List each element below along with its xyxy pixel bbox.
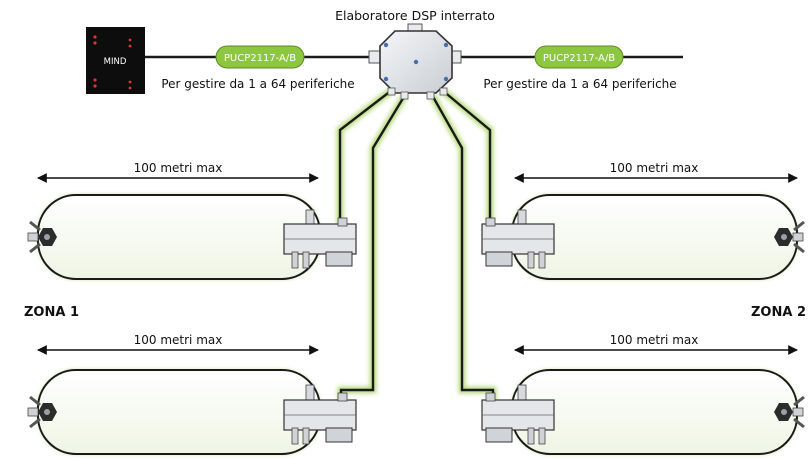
svg-text:100 metri max: 100 metri max bbox=[134, 333, 223, 347]
mind-controller: MIND bbox=[86, 27, 145, 94]
left-module-caption: Per gestire da 1 a 64 periferiche bbox=[161, 77, 354, 91]
distance-top-right: 100 metri max bbox=[514, 161, 798, 183]
zone-2-loop-bottom bbox=[481, 369, 805, 455]
valve bbox=[283, 384, 357, 445]
svg-text:100 metri max: 100 metri max bbox=[610, 333, 699, 347]
left-module: PUCP2117-A/B bbox=[215, 45, 305, 69]
left-module-label: PUCP2117-A/B bbox=[224, 53, 296, 64]
end-fitting bbox=[27, 220, 57, 254]
right-module: PUCP2117-A/B bbox=[534, 45, 624, 69]
svg-text:100 metri max: 100 metri max bbox=[610, 161, 699, 175]
end-fitting bbox=[774, 395, 805, 429]
right-module-caption: Per gestire da 1 a 64 periferiche bbox=[483, 77, 676, 91]
distance-top-left: 100 metri max bbox=[37, 161, 319, 183]
svg-text:100 metri max: 100 metri max bbox=[134, 161, 223, 175]
right-module-label: PUCP2117-A/B bbox=[543, 53, 615, 64]
distance-bottom-left: 100 metri max bbox=[37, 333, 319, 355]
zone-1-loop-top bbox=[27, 194, 357, 280]
zone-2-loop-top bbox=[481, 194, 805, 280]
drop-cables bbox=[336, 87, 497, 404]
zone-2-label: ZONA 2 bbox=[751, 305, 806, 320]
zone-1-loop-bottom bbox=[27, 369, 357, 455]
zone-1-label: ZONA 1 bbox=[24, 305, 79, 320]
processor-title: Elaboratore DSP interrato bbox=[335, 8, 495, 23]
end-fitting bbox=[774, 220, 805, 254]
valve bbox=[481, 209, 555, 269]
valve bbox=[481, 384, 555, 445]
distance-bottom-right: 100 metri max bbox=[514, 333, 798, 355]
end-fitting bbox=[27, 395, 57, 429]
valve bbox=[283, 209, 357, 269]
controller-label: MIND bbox=[104, 57, 127, 67]
dsp-processor: Elaboratore DSP interrato bbox=[335, 8, 495, 100]
